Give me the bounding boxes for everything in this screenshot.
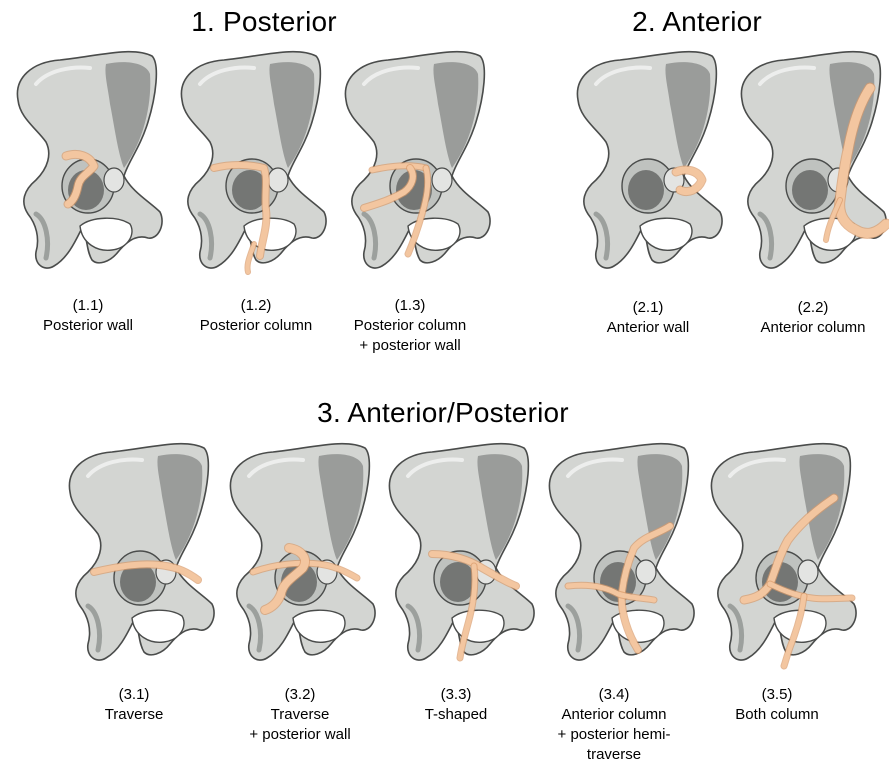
- caption-line: + posterior wall: [354, 336, 467, 356]
- caption-line: Posterior column: [200, 316, 313, 336]
- caption-code: (3.3): [425, 685, 488, 705]
- figure-3-4: [538, 436, 698, 674]
- caption-line: + posterior hemi-: [558, 725, 671, 745]
- pelvis-illustration: [700, 436, 860, 674]
- caption-code: (3.1): [105, 685, 164, 705]
- anterior-horn: [798, 560, 818, 584]
- pelvis-illustration: [538, 436, 698, 674]
- caption-code: (2.1): [607, 298, 690, 318]
- group-title-posterior: 1. Posterior: [191, 6, 337, 38]
- caption-1-2: (1.2) Posterior column: [200, 296, 313, 336]
- caption-3-5: (3.5) Both column: [735, 685, 818, 725]
- caption-code: (1.1): [43, 296, 133, 316]
- pelvis-illustration: [566, 44, 726, 282]
- caption-line: Anterior column: [558, 705, 671, 725]
- caption-1-1: (1.1) Posterior wall: [43, 296, 133, 336]
- pelvis-illustration: [334, 44, 494, 282]
- caption-line: Traverse: [249, 705, 350, 725]
- anterior-horn: [432, 168, 452, 192]
- caption-code: (1.3): [354, 296, 467, 316]
- pelvis-illustration: [378, 436, 538, 674]
- pelvis-illustration: [730, 44, 889, 282]
- caption-line: Posterior column: [354, 316, 467, 336]
- caption-line: T-shaped: [425, 705, 488, 725]
- group-title-anterior-posterior: 3. Anterior/Posterior: [317, 397, 569, 429]
- caption-line: Anterior wall: [607, 318, 690, 338]
- anterior-horn: [268, 168, 288, 192]
- fracture-line: [247, 244, 254, 272]
- figure-3-1: [58, 436, 218, 674]
- caption-line: Both column: [735, 705, 818, 725]
- anterior-horn: [104, 168, 124, 192]
- pelvis-illustration: [58, 436, 218, 674]
- caption-3-3: (3.3) T-shaped: [425, 685, 488, 725]
- figure-1-1: [6, 44, 166, 282]
- caption-2-2: (2.2) Anterior column: [760, 298, 865, 338]
- anterior-horn: [636, 560, 656, 584]
- caption-3-1: (3.1) Traverse: [105, 685, 164, 725]
- caption-3-2: (3.2) Traverse + posterior wall: [249, 685, 350, 745]
- figure-2-1: [566, 44, 726, 282]
- caption-1-3: (1.3) Posterior column + posterior wall: [354, 296, 467, 356]
- pelvis-illustration: [170, 44, 330, 282]
- figure-1-3: [334, 44, 494, 282]
- caption-line: traverse: [558, 745, 671, 765]
- figure-2-2: [730, 44, 889, 282]
- figure-1-2: [170, 44, 330, 282]
- acetabulum-fossa: [792, 170, 828, 210]
- figure-3-5: [700, 436, 860, 674]
- pelvis-illustration: [219, 436, 379, 674]
- caption-line: Posterior wall: [43, 316, 133, 336]
- caption-line: Traverse: [105, 705, 164, 725]
- figure-3-3: [378, 436, 538, 674]
- caption-code: (3.2): [249, 685, 350, 705]
- pelvis-illustration: [6, 44, 166, 282]
- acetabulum-fossa: [628, 170, 664, 210]
- caption-code: (1.2): [200, 296, 313, 316]
- caption-line: Anterior column: [760, 318, 865, 338]
- caption-2-1: (2.1) Anterior wall: [607, 298, 690, 338]
- figure-3-2: [219, 436, 379, 674]
- caption-line: + posterior wall: [249, 725, 350, 745]
- group-title-anterior: 2. Anterior: [632, 6, 762, 38]
- caption-code: (3.5): [735, 685, 818, 705]
- caption-3-4: (3.4) Anterior column + posterior hemi- …: [558, 685, 671, 765]
- caption-code: (3.4): [558, 685, 671, 705]
- caption-code: (2.2): [760, 298, 865, 318]
